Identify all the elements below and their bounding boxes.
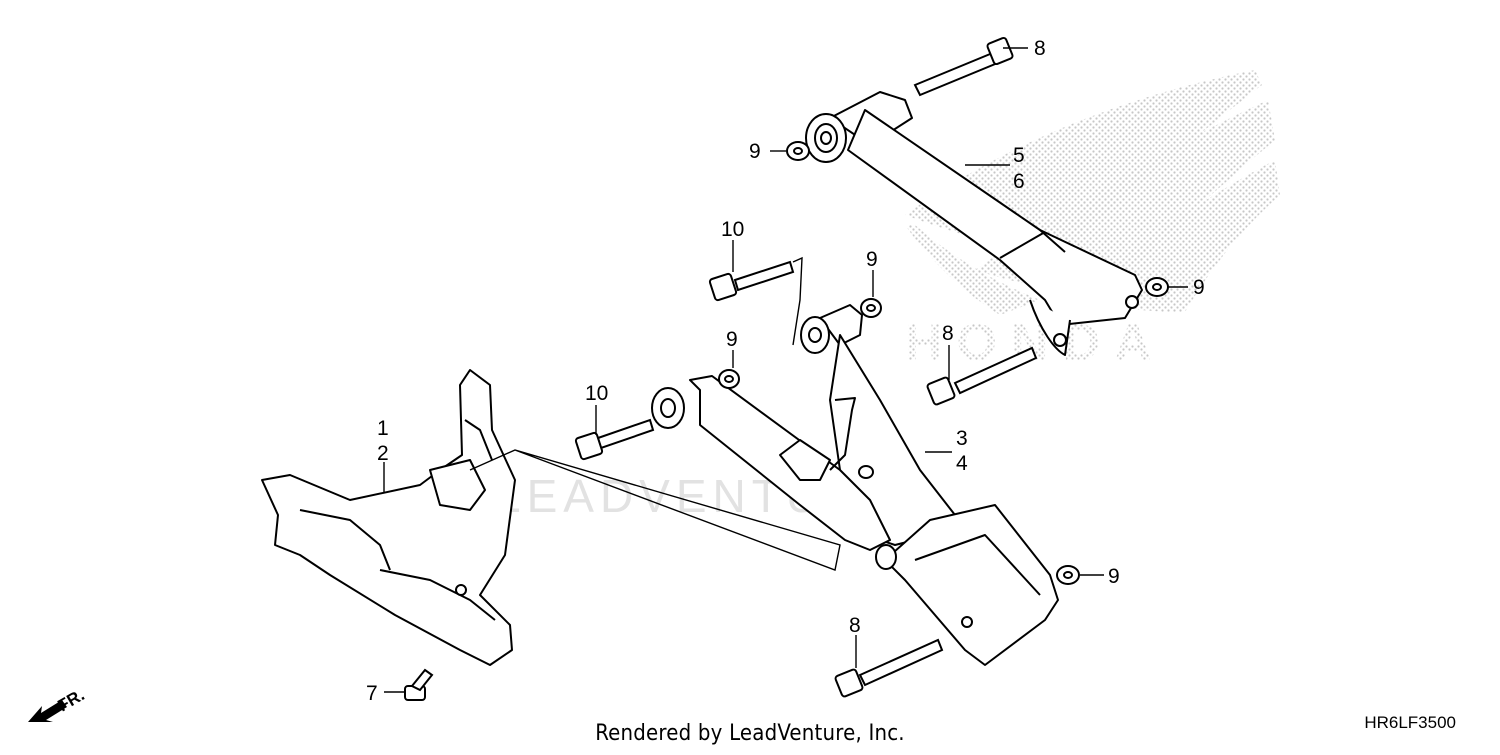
nut-9-group: [718, 141, 1169, 585]
callout-9-left: 9: [726, 328, 738, 351]
upper-arm-part-5-6: [805, 91, 1143, 356]
bolt-10-lower: [574, 418, 655, 461]
guard-part-1-2: [261, 369, 516, 666]
callout-numbers: 1 2 3 4 5 6 7 8 8 8 9 9 9 9 9 10 10: [366, 37, 1205, 705]
bolt-8-bottom: [834, 638, 944, 698]
bolt-10-upper: [708, 260, 795, 302]
diagram-code: HR6LF3500: [1364, 713, 1456, 732]
callout-8-bottom: 8: [849, 614, 861, 637]
front-direction-arrow-icon: FR.: [28, 685, 88, 722]
bolt-8-top: [913, 36, 1014, 97]
callout-8-top: 8: [1034, 37, 1046, 60]
bolt-8-middle: [926, 346, 1038, 406]
callout-8-middle: 8: [942, 322, 954, 345]
callout-6: 6: [1013, 170, 1025, 193]
callout-9-top: 9: [749, 140, 761, 163]
assembly-guide-lines: [469, 256, 841, 571]
callout-10-lower: 10: [585, 382, 608, 405]
callout-10-upper: 10: [721, 218, 744, 241]
screw-7: [404, 668, 434, 701]
callout-3: 3: [956, 427, 968, 450]
callout-2: 2: [377, 442, 389, 465]
leader-lines: [383, 47, 1188, 693]
callout-7: 7: [366, 682, 378, 705]
callout-1: 1: [377, 417, 389, 440]
callout-9-upper-mid: 9: [866, 248, 878, 271]
callout-9-bottom: 9: [1108, 565, 1120, 588]
lower-arm-part-3-4: [651, 304, 1059, 666]
callout-5: 5: [1013, 144, 1025, 167]
callout-9-right: 9: [1193, 276, 1205, 299]
render-credit: Rendered by LeadVenture, Inc.: [595, 721, 905, 746]
callout-4: 4: [956, 452, 968, 475]
